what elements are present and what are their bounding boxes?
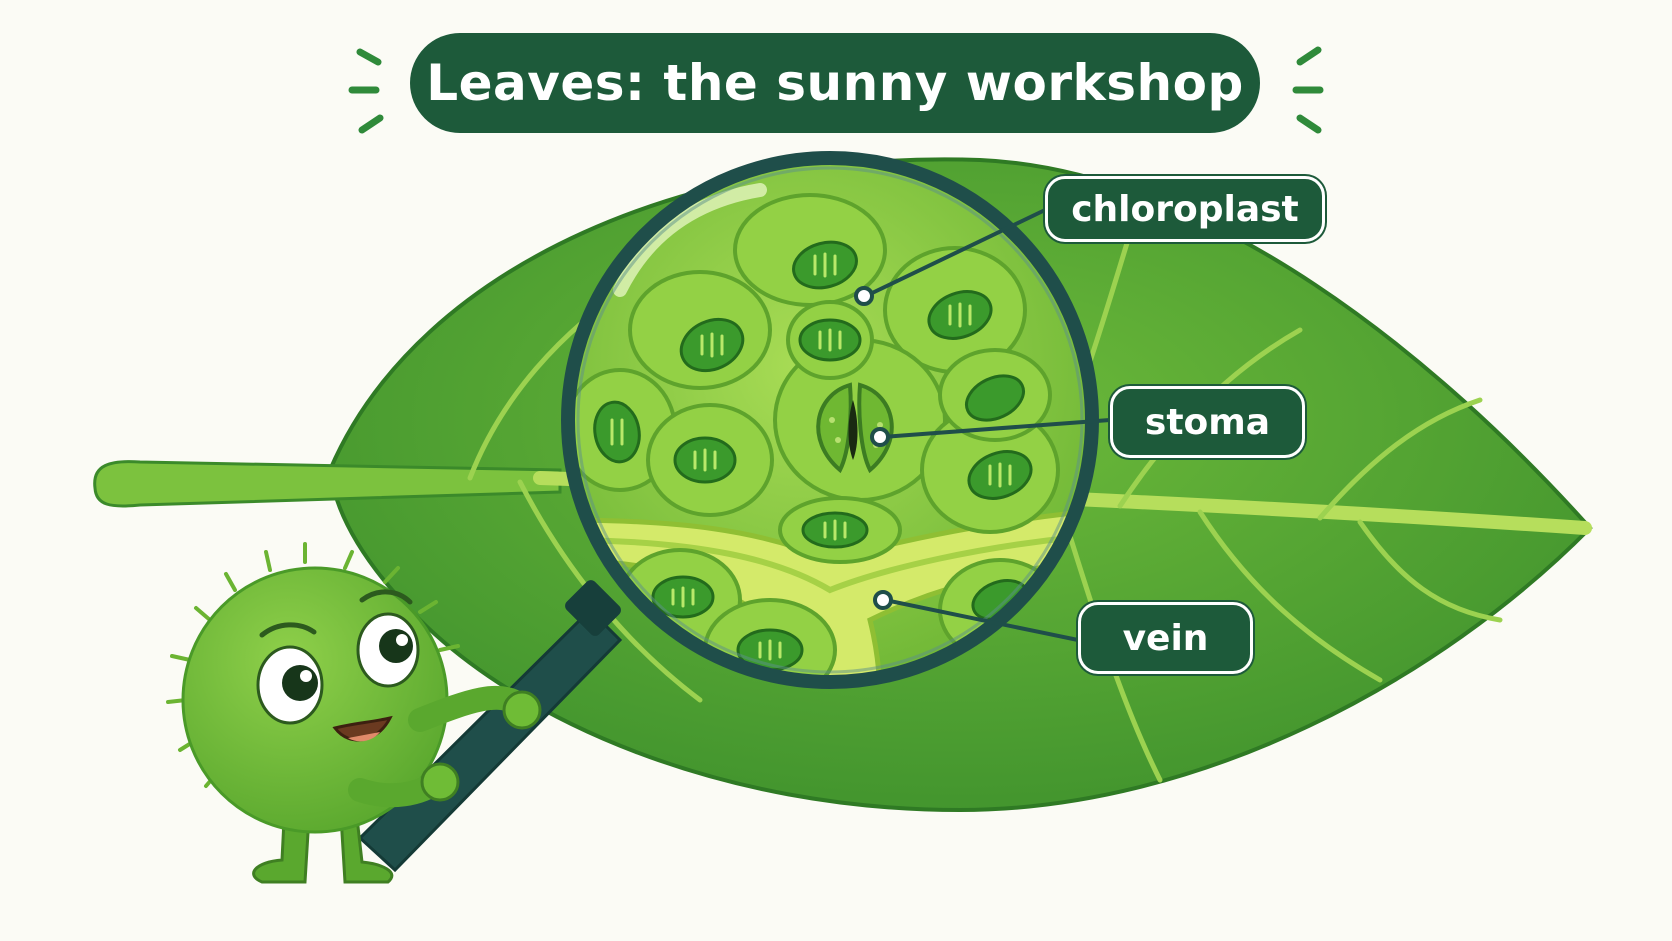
page-title: Leaves: the sunny workshop: [410, 33, 1260, 133]
sparkle-icon-right: [1292, 46, 1324, 134]
chloroplast-group: [593, 240, 1033, 672]
magnifying-glass-handle: [357, 580, 623, 873]
stoma-shape: [816, 382, 894, 474]
leader-dots: [854, 286, 893, 610]
cell-mascot-icon: [166, 542, 542, 884]
sparkle-icon-left: [348, 48, 384, 134]
magnified-view: [568, 158, 1092, 682]
label-stoma: stoma: [1110, 386, 1305, 458]
label-vein: vein: [1078, 602, 1253, 674]
leader-lines: [867, 208, 1111, 642]
label-chloroplast: chloroplast: [1045, 176, 1325, 242]
